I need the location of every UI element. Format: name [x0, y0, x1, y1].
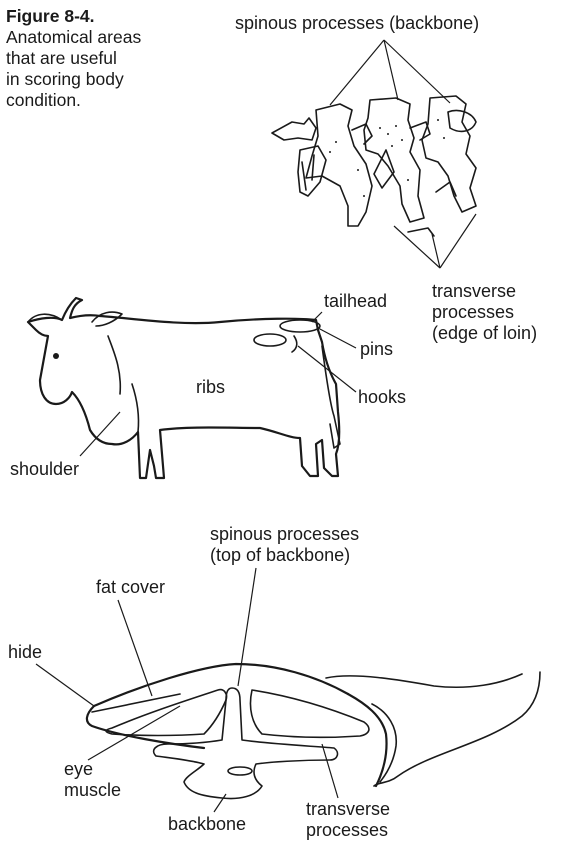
leader-hide [36, 664, 94, 706]
cow-ear-right [92, 312, 122, 326]
leader-transverse-2 [432, 234, 440, 268]
leader-fat-cover [118, 600, 152, 696]
cow-shoulder-line [108, 336, 120, 394]
label-backbone: backbone [168, 814, 246, 834]
label-pins: pins [360, 339, 393, 359]
leader-transverse-1 [394, 226, 440, 268]
cross-section-illustration: spinous processes (top of backbone) fat … [8, 524, 540, 840]
leader-spinous-cross [238, 568, 256, 686]
cross-section-backbone [154, 688, 338, 799]
label-transverse-2: processes [432, 302, 514, 322]
label-hide: hide [8, 642, 42, 662]
label-transverse-cross-1: transverse [306, 799, 390, 819]
cow-hooks-curve [292, 336, 297, 352]
label-transverse-1: transverse [432, 281, 516, 301]
label-shoulder: shoulder [10, 459, 79, 479]
leader-spinous-1 [330, 40, 384, 105]
cross-section-fat-line [92, 694, 180, 712]
label-eye-muscle-2: muscle [64, 780, 121, 800]
cow-hooks-mark [254, 334, 286, 346]
label-transverse-cross-2: processes [306, 820, 388, 840]
cross-section-eye-muscle-right [250, 690, 368, 737]
label-transverse-3: (edge of loin) [432, 323, 537, 343]
cow-illustration: tailhead pins hooks ribs shoulder [10, 291, 406, 479]
leader-eye-muscle [88, 706, 180, 760]
label-eye-muscle-1: eye [64, 759, 93, 779]
label-ribs: ribs [196, 377, 225, 397]
vertebrae-drawing [272, 96, 476, 236]
cow-eye [53, 353, 59, 359]
leader-pins [318, 328, 356, 348]
cross-section-backbone-hole [228, 767, 252, 775]
label-spinous-cross-2: (top of backbone) [210, 545, 350, 565]
cow-foreleg-line [132, 384, 139, 432]
cross-section-lower-outline [87, 706, 204, 748]
label-fat-cover: fat cover [96, 577, 165, 597]
leader-spinous-3 [384, 40, 450, 103]
cow-pins-mark [280, 320, 320, 332]
label-tailhead: tailhead [324, 291, 387, 311]
leader-spinous-2 [384, 40, 398, 100]
cow-outline [28, 298, 339, 478]
label-spinous-cross-1: spinous processes [210, 524, 359, 544]
cross-section-right-skin [348, 694, 387, 786]
label-spinous-processes-backbone: spinous processes (backbone) [235, 13, 479, 33]
label-hooks: hooks [358, 387, 406, 407]
leader-transverse-3 [440, 214, 476, 268]
leader-transverse-cross [322, 744, 338, 798]
cross-section-hide [94, 664, 348, 706]
